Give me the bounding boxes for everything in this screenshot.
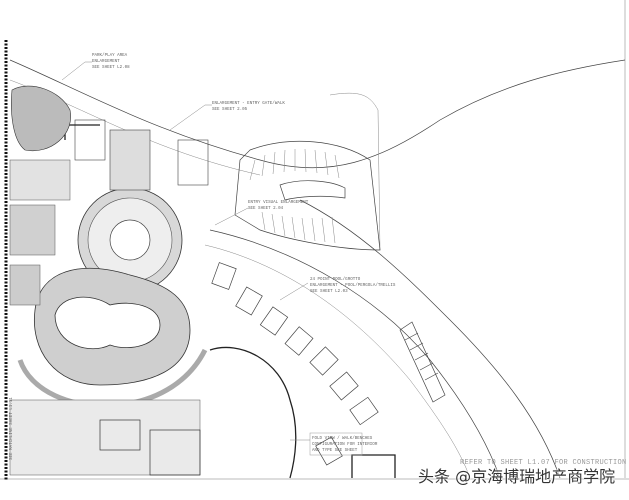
right-building-strip — [399, 321, 446, 403]
callout-leaders — [61, 61, 310, 441]
building-chain — [211, 262, 379, 466]
callout-walk-benches: FOLD VIEW / WALK/BENCHES CONFIGURATION F… — [312, 436, 380, 453]
left-building-blocks — [9, 85, 201, 476]
callout-entry-gate: ENLARGEMENT - ENTRY GATE/WALK SEE SHEET … — [212, 101, 287, 112]
pool-area — [17, 268, 208, 409]
callout-park-play: PARK/PLAY AREA ENLARGEMENT SEE SHEET L2.… — [92, 53, 130, 70]
callout-box — [309, 432, 363, 456]
callout-entry-visual: ENTRY VISUAL ENLARGEMENT SEE SHEET 2.04 — [248, 201, 311, 211]
entry-plaza-roundabout — [64, 119, 209, 293]
callout-pool-grotto: 24 POINT POOL/GROTTO ENLARGEMENT - POOL/… — [310, 277, 398, 294]
watermark: 头条 @京海博瑞地产商学院 — [418, 467, 616, 486]
parking-lot — [234, 140, 381, 251]
matchline-label: SEE MATCHLINE SHEET L1.11 — [10, 397, 14, 460]
lower-building — [209, 346, 396, 479]
construction-legend-note: REFER TO SHEET L1.07 FOR CONSTRUCTION LE… — [460, 459, 629, 467]
